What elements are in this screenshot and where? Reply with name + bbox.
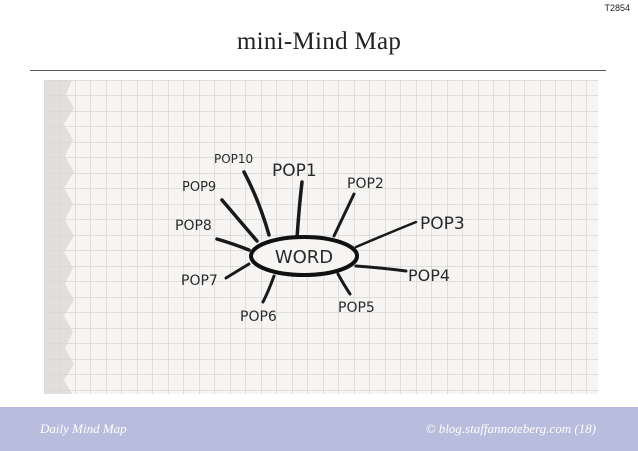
slide-code: T2854 bbox=[604, 3, 630, 13]
label-pop10: POP10 bbox=[214, 152, 253, 166]
footer-bar: Daily Mind Map © blog.staffannoteberg.co… bbox=[0, 407, 638, 451]
label-pop7: POP7 bbox=[181, 273, 218, 289]
branch-pop6 bbox=[261, 274, 276, 304]
label-pop1: POP1 bbox=[272, 161, 317, 181]
label-pop9: POP9 bbox=[182, 180, 216, 195]
branch-pop10 bbox=[242, 170, 271, 237]
branch-pop4 bbox=[354, 264, 408, 273]
branch-pop2 bbox=[332, 192, 356, 238]
title-divider bbox=[30, 70, 606, 71]
center-word: WORD bbox=[275, 247, 333, 268]
branch-pop9 bbox=[220, 198, 259, 243]
branch-pop3 bbox=[354, 220, 418, 249]
footer-credit: © blog.staffannoteberg.com (18) bbox=[425, 421, 596, 436]
label-pop8: POP8 bbox=[175, 218, 212, 234]
label-pop5: POP5 bbox=[338, 300, 375, 316]
branch-pop1 bbox=[295, 180, 304, 240]
branch-pop7 bbox=[224, 262, 251, 280]
label-pop2: POP2 bbox=[347, 176, 384, 192]
center-node bbox=[249, 235, 359, 277]
branch-pop8 bbox=[215, 237, 251, 252]
label-pop6: POP6 bbox=[240, 309, 277, 325]
slide-title: mini-Mind Map bbox=[236, 28, 402, 55]
branch-pop5 bbox=[336, 272, 352, 296]
label-pop4: POP4 bbox=[408, 266, 450, 285]
label-pop3: POP3 bbox=[420, 214, 465, 234]
footer-series-title: Daily Mind Map bbox=[40, 421, 127, 436]
mind-map-photo: WORD POP1 POP2 POP3 POP4 POP5 POP6 POP7 … bbox=[44, 80, 598, 394]
torn-paper-edge bbox=[44, 80, 74, 394]
